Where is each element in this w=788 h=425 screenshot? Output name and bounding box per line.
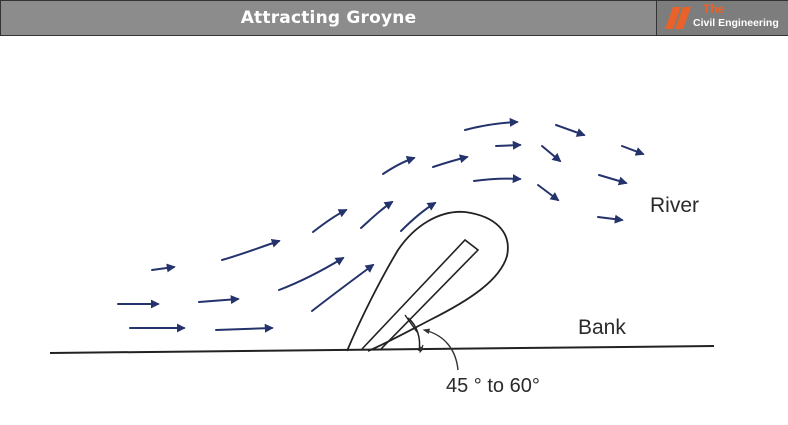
groyne-diagram [49,117,715,371]
flow-arrow [541,145,562,163]
flow-arrow [360,201,394,229]
groyne-outline [346,211,509,352]
flow-arrow [221,239,281,261]
bank-line [49,345,715,354]
groyne-inner [361,238,480,351]
angle-tick [404,314,418,333]
flow-arrow [382,156,416,175]
flow-arrow [432,154,469,168]
angle-pointer [422,328,459,371]
logo-stripes-icon [665,7,691,29]
flow-arrow [464,117,519,131]
flow-arrow [278,257,345,291]
flow-arrow [555,124,586,137]
logo: The Civil Engineering [656,1,788,35]
flow-arrow [495,140,522,150]
flow-arrow [198,295,240,305]
river-label: River [650,194,700,217]
flow-arrow [597,214,624,224]
flow-arrow [312,209,348,233]
logo-text-the: The [703,2,725,16]
page-title: Attracting Groyne [240,8,417,28]
header-bar: Attracting Groyne The Civil Engineering [0,0,788,36]
angle-arc [407,317,421,352]
flow-arrow [598,174,628,186]
flow-arrow [311,263,375,312]
bank-label: Bank [578,316,626,339]
angle-label: 45 ° to 60° [446,375,540,397]
logo-text-name: Civil Engineering [693,17,779,29]
flow-arrow [537,184,560,202]
flow-arrow [215,323,274,333]
flow-arrow [400,202,437,232]
flow-arrows [117,117,645,333]
flow-arrow [621,145,645,156]
flow-arrow [473,174,522,184]
flow-arrow [151,263,176,273]
angle-pointer-lower [419,344,425,354]
